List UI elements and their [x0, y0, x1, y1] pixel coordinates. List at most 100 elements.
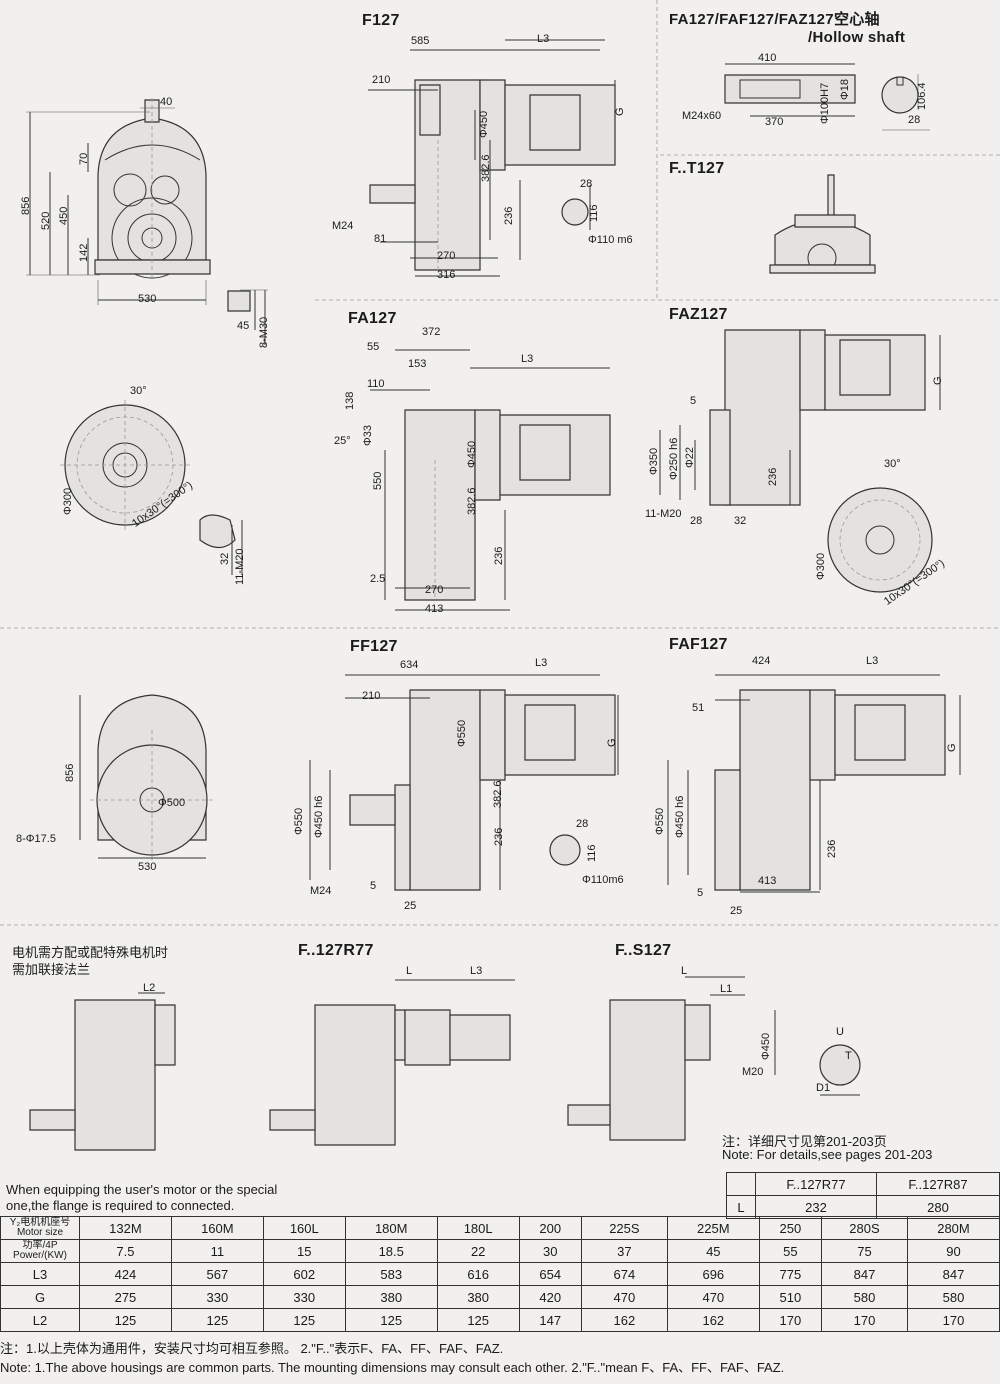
faz127-dim-350: Φ350 [648, 447, 660, 475]
dim-450: 450 [58, 206, 70, 225]
fa127-dim-372: 372 [422, 326, 441, 338]
dim-530: 530 [138, 293, 157, 305]
motor-flange-drawing [20, 985, 220, 1175]
table-cell: 180M [344, 1216, 438, 1240]
faz127-drawing [640, 330, 1000, 620]
table-cell: 15 [262, 1239, 346, 1263]
hollow-dim-18: Φ18 [839, 78, 851, 100]
hollow-dim-28: 28 [908, 114, 921, 126]
dim-70: 70 [78, 152, 90, 165]
title-hollow-en: /Hollow shaft [808, 29, 906, 46]
faz127-dim-236: 236 [767, 467, 779, 486]
ff127-drawing [300, 660, 640, 920]
footnote-cn: 注：1.以上壳体为通用件，安装尺寸均可相互参照。 2."F.."表示F、FA、F… [0, 1341, 504, 1356]
table-cell: 55 [758, 1239, 822, 1263]
hollow-dim-1064: 106.4 [916, 82, 928, 110]
motor-note-cn-1: 电机需方配或配特殊电机时 [12, 945, 169, 960]
table-cell: 510 [758, 1285, 822, 1309]
ff127-dim-3826: 382.6 [492, 780, 504, 808]
faz127-dim-300: Φ300 [815, 552, 827, 580]
faf127-dim-25: 25 [730, 905, 743, 917]
f127r77-drawing [260, 970, 540, 1170]
ff127-dim-236: 236 [493, 827, 505, 846]
title-fa127: FA127 [348, 310, 397, 327]
r-table-head-r87: F..127R87 [876, 1172, 1000, 1196]
ff127-dim-550: Φ550 [456, 719, 468, 747]
f127-dim-236: 236 [503, 206, 515, 225]
fa127-dim-236: 236 [493, 546, 505, 565]
ff127-dim-450h6: Φ450 h6 [313, 795, 325, 838]
title-f127: F127 [362, 12, 400, 29]
ff127-dim-28: 28 [576, 818, 589, 830]
ff127-front-drawing [60, 690, 260, 870]
table-cell: 380 [436, 1285, 520, 1309]
table-cell: 18.5 [344, 1239, 438, 1263]
table-cell: 45 [666, 1239, 760, 1263]
flange-left-drawing [60, 380, 310, 580]
s127-dim-d1: D1 [816, 1082, 831, 1094]
faf127-dim-l3: L3 [866, 655, 879, 667]
table-cell: 330 [262, 1285, 346, 1309]
fa127-dim-413: 413 [425, 603, 444, 615]
dim-40: 40 [160, 96, 173, 108]
fa127-dim-270: 270 [425, 584, 444, 596]
footnote-en: Note: 1.The above housings are common pa… [0, 1360, 785, 1375]
table-cell: 696 [666, 1262, 760, 1286]
f127-dim-m24: M24 [332, 220, 354, 232]
table-cell: 583 [344, 1262, 438, 1286]
faz127-dim-22: Φ22 [684, 446, 696, 468]
table-cell: 125 [79, 1308, 172, 1332]
r-table-val-r87: 280 [876, 1195, 1000, 1219]
fa127-dim-110: 110 [367, 378, 385, 390]
fa127-dim-l3: L3 [521, 353, 534, 365]
dim-142: 142 [78, 243, 90, 262]
table-cell: 170 [758, 1308, 822, 1332]
s127-dim-l1: L1 [720, 983, 733, 995]
table-cell: 7.5 [79, 1239, 172, 1263]
table-cell: 147 [518, 1308, 582, 1332]
r77-dim-l: L [406, 965, 413, 977]
table-cell: 132M [79, 1216, 172, 1240]
title-f127r77: F..127R77 [298, 942, 374, 959]
title-ft127: F..T127 [669, 160, 725, 177]
table-cell: 470 [666, 1285, 760, 1309]
faf127-dim-51: 51 [692, 702, 705, 714]
table-cell: 37 [580, 1239, 668, 1263]
hollow-dim-100: Φ100H7 [819, 82, 831, 124]
faf127-drawing [660, 660, 1000, 920]
ff127-dim-210: 210 [362, 690, 381, 702]
table-cell: 616 [436, 1262, 520, 1286]
r-table-head-r77: F..127R77 [755, 1172, 877, 1196]
hollow-dim-370: 370 [765, 116, 784, 128]
table-cell: 125 [170, 1308, 264, 1332]
dim-8-m30: 8-M30 [258, 316, 270, 348]
flange-left-11m20: 11-M20 [234, 548, 246, 585]
faf127-dim-413: 413 [758, 875, 777, 887]
row-label-motor: Y₂电机机座号 Motor size [0, 1216, 80, 1240]
ff127-dim-500: Φ500 [158, 797, 186, 809]
title-hollow: FA127/FAF127/FAZ127空心轴 [669, 11, 880, 28]
ff127-dim-m24: M24 [310, 885, 332, 897]
faz127-dim-5: 5 [690, 395, 697, 407]
faf127-dim-550: Φ550 [654, 807, 666, 835]
table-cell: 22 [436, 1239, 520, 1263]
motor-dim-l2: L2 [143, 982, 156, 994]
ff127-dim-530: 530 [138, 861, 157, 873]
row-label-g: G [0, 1285, 80, 1309]
table-cell: 280S [820, 1216, 908, 1240]
table-cell: 170 [906, 1308, 1000, 1332]
faf127-dim-5: 5 [697, 887, 704, 899]
fs127-drawing [560, 965, 880, 1165]
ff127-dim-856: 856 [64, 763, 76, 782]
f127-dim-585: 585 [411, 35, 430, 47]
f127-dim-l3: L3 [537, 33, 550, 45]
r-series-table: F..127R77 F..127R87 L 232 280 [726, 1172, 1000, 1219]
fa127-dim-25deg: 25° [334, 435, 351, 447]
row-label-l3: L3 [0, 1262, 80, 1286]
motor-note-en-1: When equipping the user's motor or the s… [6, 1182, 278, 1197]
table-cell: 674 [580, 1262, 668, 1286]
f127-dim-270: 270 [437, 250, 456, 262]
table-cell: 580 [906, 1285, 1000, 1309]
